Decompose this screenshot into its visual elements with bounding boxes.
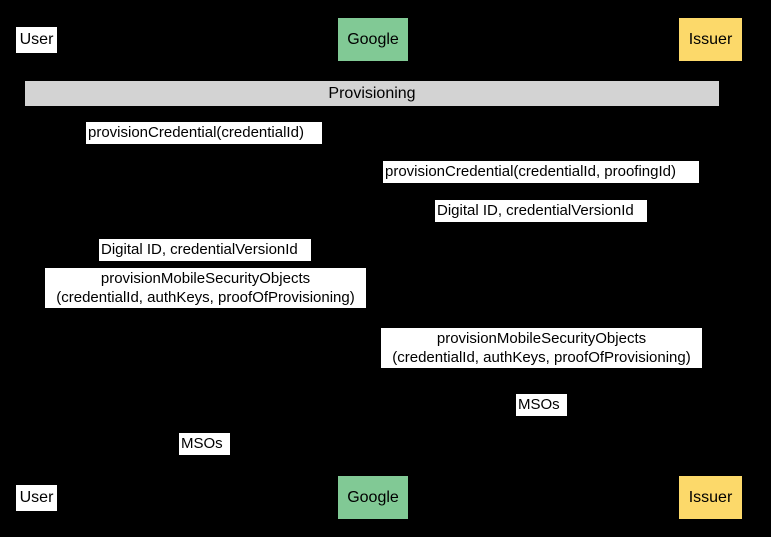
message-label-msg-4: Digital ID, credentialVersionId xyxy=(99,239,311,261)
actor-header-google[interactable]: Google xyxy=(338,18,408,61)
message-label-msg-6: provisionMobileSecurityObjects (credenti… xyxy=(381,328,702,368)
actor-header-user[interactable]: User xyxy=(16,27,57,53)
message-label-msg-5: provisionMobileSecurityObjects (credenti… xyxy=(45,268,366,308)
message-label-msg-7: MSOs xyxy=(516,394,567,416)
actor-footer-issuer[interactable]: Issuer xyxy=(679,476,742,519)
actor-footer-user[interactable]: User xyxy=(16,485,57,511)
message-label-msg-2: provisionCredential(credentialId, proofi… xyxy=(383,161,699,183)
message-label-msg-8: MSOs xyxy=(179,433,230,455)
group-bar-provisioning: Provisioning xyxy=(25,81,719,106)
actor-footer-google[interactable]: Google xyxy=(338,476,408,519)
actor-header-issuer[interactable]: Issuer xyxy=(679,18,742,61)
message-label-msg-1: provisionCredential(credentialId) xyxy=(86,122,322,144)
message-label-msg-3: Digital ID, credentialVersionId xyxy=(435,200,647,222)
